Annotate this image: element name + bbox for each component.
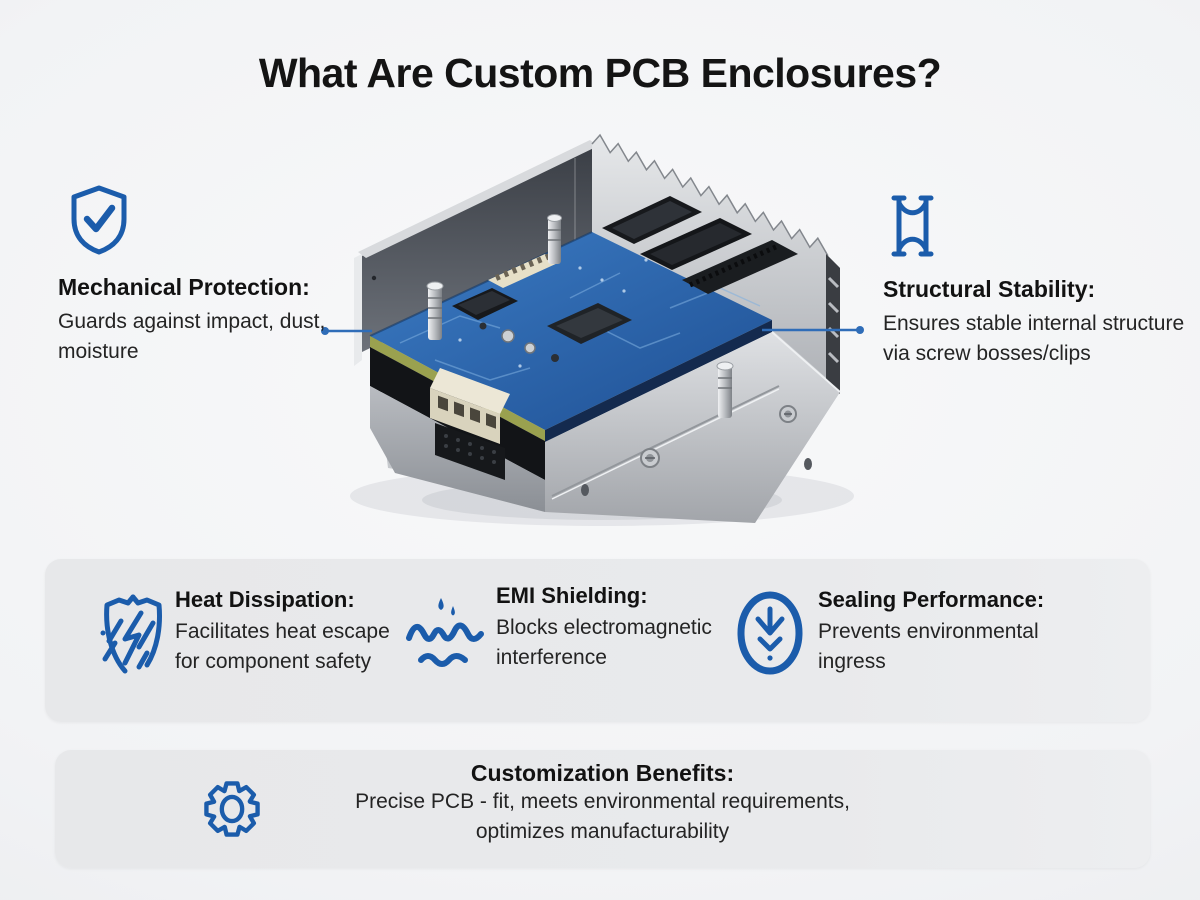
feature-emi-shielding	[405, 594, 485, 676]
feature-sealing-performance	[735, 587, 805, 681]
feature-line: Prevents environmental	[818, 620, 1039, 643]
heat-shield-icon	[100, 594, 162, 674]
benefits-title: Customization Benefits:	[470, 760, 735, 786]
feature-line: ingress	[818, 650, 886, 673]
feature-heat-dissipation	[95, 589, 171, 689]
feature-title: EMI Shielding:	[496, 583, 648, 608]
feature-line: Facilitates heat escape	[175, 620, 390, 643]
screw	[779, 405, 797, 423]
seal-arrow-icon	[737, 591, 803, 675]
benefits-icon-wrap	[201, 766, 263, 852]
standoff-posts	[426, 214, 734, 418]
callout-title: Structural Stability:	[883, 276, 1096, 302]
shield-check-icon	[71, 185, 127, 255]
back-wall	[354, 140, 598, 366]
feature-text: EMI Shielding: Blocks electromagnetic in…	[496, 583, 712, 673]
callout-structural-stability: Structural Stability: Ensures stable int…	[883, 192, 1185, 369]
feature-text: Heat Dissipation: Facilitates heat escap…	[175, 587, 390, 677]
emi-waves-icon	[406, 598, 484, 667]
heatsink-fins	[591, 133, 840, 394]
screw	[640, 448, 660, 468]
features-band: Heat Dissipation: Facilitates heat escap…	[45, 559, 1150, 722]
gear-icon	[204, 781, 260, 837]
callout-title: Mechanical Protection:	[58, 274, 310, 300]
pcb-connectors	[602, 196, 798, 294]
callout-line: moisture	[58, 340, 139, 363]
feature-line: interference	[496, 646, 607, 669]
benefits-text: Customization Benefits: Precise PCB - fi…	[55, 760, 1150, 847]
benefits-line: Precise PCB - fit, meets environmental r…	[355, 790, 850, 813]
pcb-components	[452, 252, 632, 362]
callout-line: Ensures stable internal structure	[883, 312, 1185, 335]
feature-line: Blocks electromagnetic	[496, 616, 712, 639]
i-beam-icon	[891, 195, 934, 257]
feature-line: for component safety	[175, 650, 372, 673]
callout-line: via screw bosses/clips	[883, 342, 1091, 365]
front-face	[545, 331, 841, 523]
callout-line: Guards against impact, dust,	[58, 310, 326, 333]
feature-title: Sealing Performance:	[818, 587, 1045, 612]
feature-text: Sealing Performance: Prevents environmen…	[818, 587, 1044, 677]
front-connector	[430, 368, 510, 480]
benefits-line: optimizes manufacturability	[475, 820, 730, 843]
enclosure-illustration	[350, 133, 854, 526]
callout-mechanical-protection: Mechanical Protection: Guards against im…	[58, 184, 378, 367]
page-title: What Are Custom PCB Enclosures?	[258, 50, 942, 96]
feature-title: Heat Dissipation:	[175, 587, 355, 612]
benefits-band: Customization Benefits: Precise PCB - fi…	[55, 750, 1150, 868]
